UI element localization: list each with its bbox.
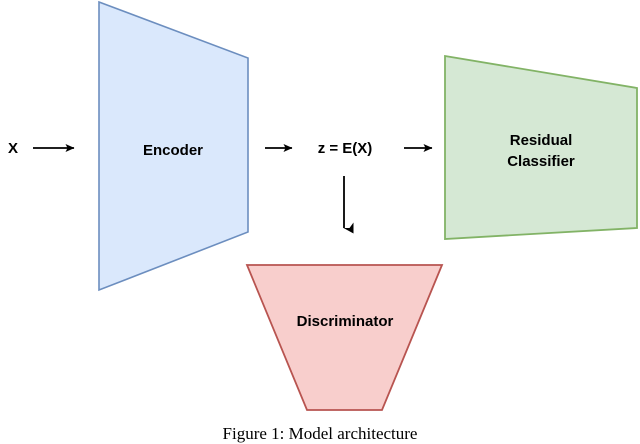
discriminator-label: Discriminator bbox=[297, 313, 394, 330]
encoder-shape bbox=[98, 0, 249, 292]
residual-classifier-label-line2: Classifier bbox=[507, 153, 575, 170]
discriminator-shape bbox=[245, 264, 444, 411]
encoder-label: Encoder bbox=[143, 142, 203, 159]
residual-classifier-label-line1: Residual bbox=[510, 132, 573, 149]
residual-classifier-shape bbox=[444, 54, 638, 240]
figure-caption: Figure 1: Model architecture bbox=[222, 424, 418, 443]
input-label-x: X bbox=[8, 140, 18, 157]
latent-label: z = E(X) bbox=[318, 140, 373, 157]
